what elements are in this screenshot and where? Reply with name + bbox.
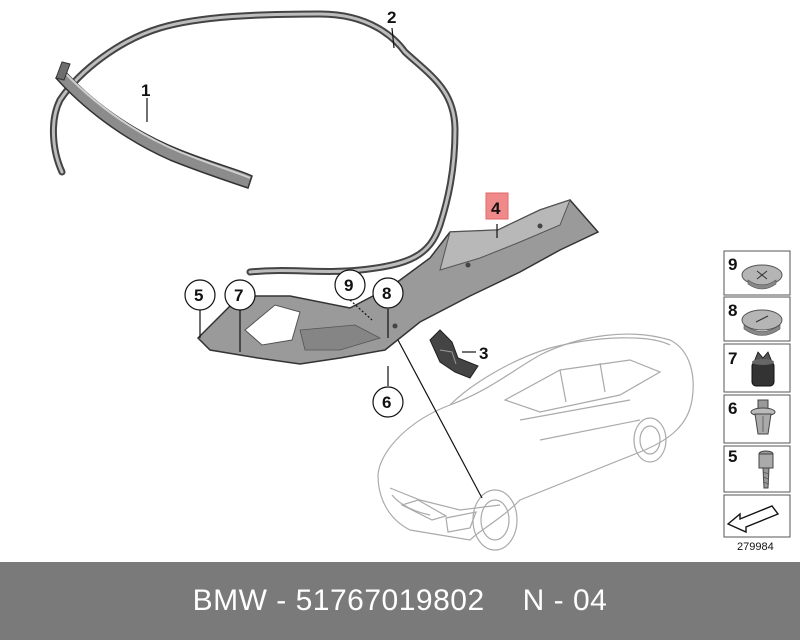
highlight-box	[485, 192, 509, 220]
svg-text:9: 9	[344, 276, 353, 295]
svg-text:6: 6	[382, 393, 391, 412]
screw-icon	[758, 450, 774, 489]
parts-diagram: 2 1 4 3 5 7 9 8 6 9	[49, 8, 791, 551]
callout-5: 5	[184, 279, 216, 311]
svg-text:5: 5	[728, 447, 737, 466]
door-seal-part-2	[49, 10, 459, 276]
svg-text:7: 7	[234, 286, 243, 305]
callout-3: 3	[479, 344, 488, 363]
parts-index-row-9: 9	[723, 250, 791, 296]
parts-index-row-5: 5	[723, 445, 791, 493]
footer-variant-text: N - 04	[522, 584, 608, 617]
parts-index-row-6: 6	[723, 394, 791, 444]
svg-text:8: 8	[382, 284, 391, 303]
callout-2: 2	[387, 8, 396, 27]
plug-cap-cross-icon	[741, 264, 783, 290]
svg-text:1: 1	[141, 81, 150, 100]
callout-7: 7	[224, 279, 256, 311]
bracket-part-3	[429, 329, 479, 379]
svg-text:7: 7	[728, 349, 737, 368]
svg-text:9: 9	[728, 255, 737, 274]
svg-text:2: 2	[387, 8, 396, 27]
callout-8: 8	[372, 277, 404, 309]
diagram-number: 279984	[737, 541, 774, 553]
svg-text:5: 5	[194, 286, 203, 305]
callout-4-highlighted: 4	[485, 192, 509, 220]
parts-index-row-7: 7	[723, 343, 791, 393]
reference-arrow-box	[723, 494, 791, 538]
svg-text:6: 6	[728, 399, 737, 418]
footer-bar: BMW - 51767019802 N - 04	[0, 562, 800, 640]
callout-9: 9	[334, 269, 366, 301]
svg-text:3: 3	[479, 344, 488, 363]
windshield-seal-part-1	[55, 61, 253, 189]
callout-1: 1	[141, 81, 150, 100]
svg-text:8: 8	[728, 301, 737, 320]
expanding-rivet-icon	[750, 399, 776, 435]
parts-index-panel: 9 8 7	[723, 250, 791, 538]
plug-cap-slot-icon	[741, 309, 783, 336]
vehicle-outline	[377, 333, 694, 551]
rubber-grommet-icon	[751, 351, 775, 387]
leader-lines	[146, 27, 498, 499]
svg-text:4: 4	[491, 199, 501, 218]
arrow-icon	[726, 505, 780, 534]
footer-part-text: BMW - 51767019802	[192, 584, 485, 617]
callout-6: 6	[372, 386, 404, 418]
parts-index-row-8: 8	[723, 296, 791, 342]
